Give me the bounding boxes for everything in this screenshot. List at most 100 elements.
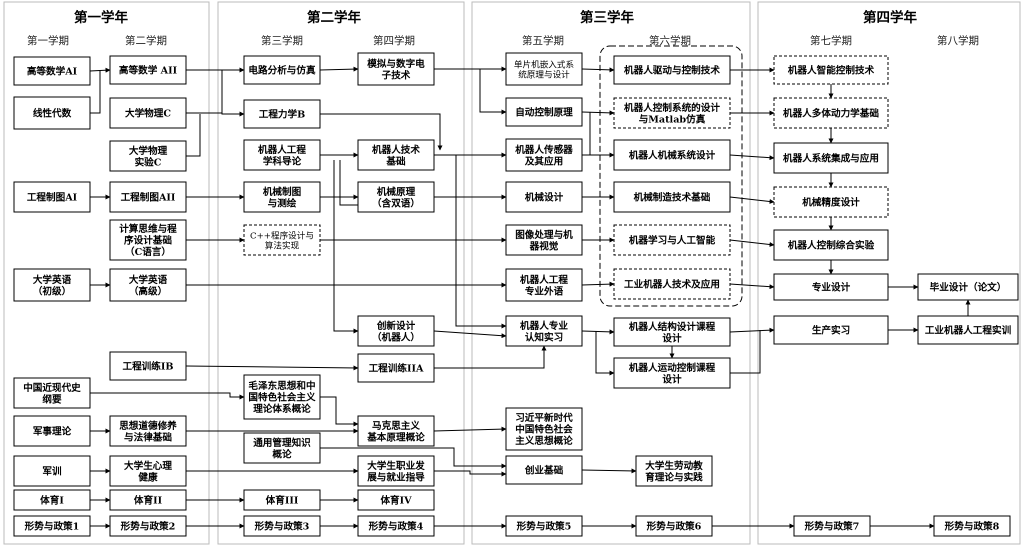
course-node: 军事理论 <box>13 415 91 447</box>
course-label: 机械设计 <box>525 192 564 204</box>
course-box <box>505 97 583 127</box>
course-label: （高级） <box>129 285 167 297</box>
course-box <box>109 140 187 172</box>
course-box <box>109 97 187 129</box>
prerequisite-arrow <box>90 71 101 114</box>
course-label: 形势与政策5 <box>517 521 572 533</box>
course-box <box>109 268 187 302</box>
prerequisite-arrow <box>434 470 507 477</box>
course-label: 机械精度设计 <box>802 197 860 209</box>
course-node: 体育I <box>13 489 91 511</box>
course-node: 形势与政策1 <box>13 515 91 537</box>
course-label: 专业外语 <box>525 285 564 297</box>
course-label: 马克思主义 <box>372 420 420 432</box>
course-box <box>109 351 187 381</box>
course-node: 电路分析与仿真 <box>243 55 321 85</box>
course-box <box>109 181 187 213</box>
year-panel-2 <box>217 1 465 545</box>
course-box <box>505 138 583 172</box>
course-label: 毛泽东思想和中 <box>248 380 315 392</box>
course-label: 大学物理C <box>125 108 171 120</box>
prerequisite-arrow <box>581 281 615 287</box>
course-node: 工程训练IIA <box>357 353 435 383</box>
course-box <box>505 268 583 302</box>
course-label: 机器人运动控制课程 <box>629 362 716 374</box>
course-node: 大学物理C <box>109 97 187 129</box>
course-label: 机器学习与人工智能 <box>629 235 716 247</box>
course-label: 形势与政策8 <box>945 521 1000 533</box>
course-label: 学科导论 <box>263 155 302 167</box>
course-node: 工业机器人工程实训 <box>917 315 1019 345</box>
course-box <box>613 181 731 213</box>
course-label: 设计 <box>662 373 682 385</box>
course-label: 机器人工程 <box>258 144 306 156</box>
course-label: 形势与政策4 <box>369 521 424 533</box>
course-label: （机器人） <box>372 331 420 343</box>
course-node: 形势与政策7 <box>793 515 871 537</box>
course-box <box>613 139 731 171</box>
course-label: 机器人控制系统的设计 <box>624 102 720 114</box>
course-label: 机器人传感器 <box>515 144 573 156</box>
course-node: 形势与政策8 <box>933 515 1011 537</box>
course-label: 电路分析与仿真 <box>248 65 316 77</box>
course-box <box>243 224 321 256</box>
course-label: 中国近现代史 <box>23 382 81 394</box>
course-box <box>243 99 321 129</box>
course-box <box>357 415 435 447</box>
course-box <box>933 515 1011 537</box>
course-node: 生产实习 <box>773 315 889 345</box>
course-label: 机器人多体动力学基础 <box>783 108 879 120</box>
prerequisite-arrow <box>320 447 507 469</box>
course-node: 机器人控制综合实验 <box>773 229 889 261</box>
course-label: 育理论与实践 <box>645 471 703 483</box>
course-label: 工业机器人工程实训 <box>925 325 1012 337</box>
course-box <box>635 455 713 487</box>
course-label: 展与就业指导 <box>367 471 425 483</box>
course-label: 体育II <box>134 495 163 507</box>
course-label: 工程训练IIA <box>369 363 424 375</box>
course-node: 工程力学B <box>243 99 321 129</box>
prerequisite-arrow <box>185 365 359 371</box>
course-node: 体育IV <box>357 489 435 511</box>
course-label: 序设计基础 <box>124 235 172 247</box>
year-panel-1 <box>3 1 210 545</box>
course-node: 形势与政策6 <box>635 515 713 537</box>
course-box <box>773 97 889 129</box>
course-box <box>13 181 91 213</box>
prerequisite-arrow <box>729 283 775 290</box>
course-label: 大学英语 <box>129 274 168 286</box>
course-node: 机械原理（含双语） <box>357 181 435 213</box>
course-box <box>109 219 187 261</box>
course-box <box>13 515 91 537</box>
course-box <box>917 273 1019 301</box>
prerequisite-arrow <box>729 239 775 247</box>
course-box <box>505 315 583 347</box>
prerequisite-arrow <box>186 114 201 157</box>
semester-7: 第七学期 <box>810 34 852 47</box>
prerequisite-arrow <box>729 154 775 161</box>
course-box <box>773 142 889 174</box>
year-title-3: 第三学年 <box>580 9 634 26</box>
course-box <box>357 139 435 171</box>
course-node: 高等数学AI <box>13 56 91 86</box>
semester-3: 第三学期 <box>261 34 303 47</box>
course-label: 形势与政策6 <box>647 521 702 533</box>
course-label: 思想道德修养 <box>119 420 177 432</box>
course-label: 健康 <box>138 471 158 483</box>
course-node: 形势与政策3 <box>243 515 321 537</box>
course-node: 机械设计 <box>505 181 583 213</box>
semester-2: 第二学期 <box>125 34 167 47</box>
course-label: 机器人技术 <box>372 144 420 156</box>
course-label: 机器人专业 <box>520 320 568 332</box>
course-label: 主义思想概论 <box>515 435 573 447</box>
course-node: 形势与政策2 <box>109 515 187 537</box>
